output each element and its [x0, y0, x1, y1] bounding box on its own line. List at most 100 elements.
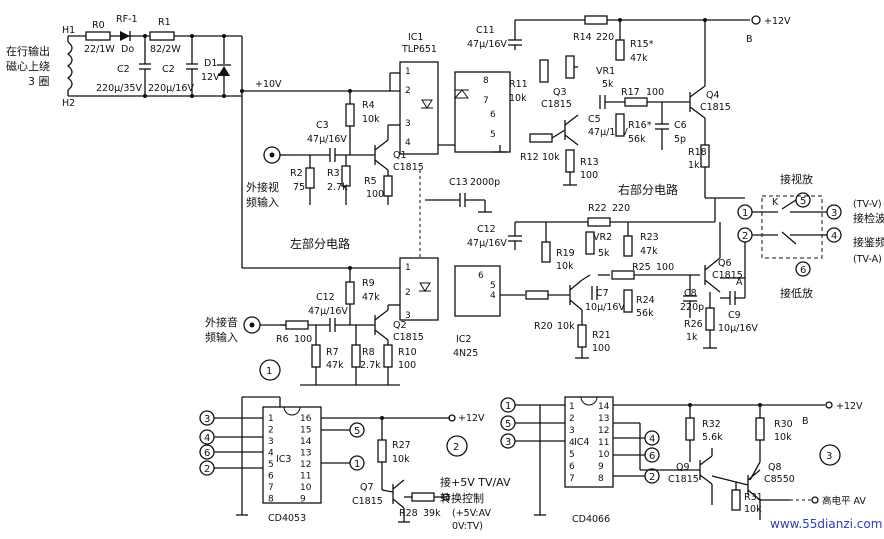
ic4-pin-7: 7 — [569, 474, 575, 484]
svg-text:R19: R19 — [556, 248, 575, 259]
ic3-pin-10: 10 — [300, 483, 312, 493]
ic4-pin-5: 5 — [569, 450, 575, 460]
svg-text:+12V: +12V — [764, 16, 791, 27]
svg-text:R3: R3 — [327, 168, 340, 179]
svg-text:47k: 47k — [326, 360, 344, 371]
svg-text:Q1: Q1 — [393, 150, 407, 161]
svg-text:47μ/16V: 47μ/16V — [467, 238, 507, 249]
ic3-package — [262, 406, 322, 504]
svg-text:Q2: Q2 — [393, 320, 407, 331]
svg-text:R26: R26 — [684, 319, 703, 330]
left-circuit-title: 左部分电路 — [290, 236, 350, 251]
ic4-pin-3: 3 — [569, 426, 575, 436]
svg-text:Q4: Q4 — [706, 90, 720, 101]
svg-text:R11: R11 — [509, 79, 528, 90]
svg-text:C8: C8 — [684, 288, 697, 299]
svg-text:220μ/35V: 220μ/35V — [96, 83, 142, 94]
svg-text:56k: 56k — [636, 308, 654, 319]
ic4-pin-6: 6 — [569, 462, 575, 472]
resistor-r1 — [149, 31, 175, 41]
svg-text:82/2W: 82/2W — [150, 44, 181, 55]
svg-text:6: 6 — [204, 448, 210, 459]
optocoupler-ic2 — [399, 257, 439, 321]
ic3-pin-5: 5 — [268, 460, 274, 470]
svg-text:5k: 5k — [598, 248, 610, 259]
svg-text:2: 2 — [742, 231, 748, 242]
ic4-pin-11: 11 — [598, 438, 609, 448]
svg-text:转换控制: 转换控制 — [440, 491, 484, 505]
ic3-pin-9: 9 — [300, 495, 306, 505]
ic4-pin-1: 1 — [569, 402, 575, 412]
svg-text:6: 6 — [490, 110, 496, 120]
coil-label-1: 在行输出 — [6, 44, 50, 58]
svg-text:Q9: Q9 — [676, 462, 690, 473]
svg-text:C8550: C8550 — [764, 474, 795, 485]
ic3-pin-2: 2 — [268, 426, 274, 436]
svg-text:R18: R18 — [688, 147, 707, 158]
section-marker-3 — [819, 444, 841, 466]
svg-text:8: 8 — [483, 76, 489, 86]
svg-text:5: 5 — [505, 419, 511, 430]
svg-text:C1815: C1815 — [668, 474, 699, 485]
svg-text:100: 100 — [646, 87, 664, 98]
ic3-pin-3: 3 — [268, 437, 274, 447]
svg-text:R10: R10 — [398, 347, 417, 358]
svg-text:R1: R1 — [158, 17, 171, 28]
svg-text:47μ/16V: 47μ/16V — [467, 39, 507, 50]
ic3-pin-12: 12 — [300, 460, 311, 470]
svg-text:2.7k: 2.7k — [360, 360, 381, 371]
ic4-package — [564, 396, 614, 488]
svg-text:3: 3 — [826, 451, 832, 462]
svg-text:7: 7 — [483, 96, 489, 106]
ic4-pin-12: 12 — [598, 426, 609, 436]
section-marker-2 — [446, 435, 468, 457]
svg-text:C9: C9 — [728, 310, 741, 321]
plus12v-terminal — [751, 15, 761, 25]
svg-text:2: 2 — [453, 442, 459, 453]
svg-text:B: B — [746, 34, 753, 45]
svg-text:(+5V:AV: (+5V:AV — [452, 508, 492, 519]
pickup-coil — [66, 41, 73, 91]
svg-text:R15*: R15* — [630, 39, 654, 50]
right-circuit-title: 右部分电路 — [618, 182, 678, 197]
svg-text:接+5V TV/AV: 接+5V TV/AV — [440, 476, 511, 489]
svg-text:C3: C3 — [316, 120, 329, 131]
svg-text:10k: 10k — [542, 152, 560, 163]
svg-text:4: 4 — [490, 291, 496, 301]
svg-text:CD4066: CD4066 — [572, 514, 610, 525]
svg-text:39k: 39k — [423, 508, 441, 519]
svg-text:R28: R28 — [399, 508, 418, 519]
ic3-pin-1: 1 — [268, 414, 274, 424]
svg-text:C13: C13 — [449, 177, 468, 188]
svg-text:5k: 5k — [602, 79, 614, 90]
svg-text:RF-1: RF-1 — [116, 14, 138, 25]
svg-text:IC1: IC1 — [408, 32, 423, 43]
svg-text:100: 100 — [398, 360, 416, 371]
svg-text:R6: R6 — [276, 334, 289, 345]
svg-text:C1815: C1815 — [700, 102, 731, 113]
ic4-pin-9: 9 — [598, 462, 604, 472]
svg-text:VR2: VR2 — [593, 232, 612, 243]
video-section: IC1 TLP651 12 34 R4 10k C3 47μ/16V Q1 C1… — [246, 15, 791, 260]
svg-text:4: 4 — [405, 138, 411, 148]
svg-text:R32: R32 — [702, 419, 721, 430]
label-h1: H1 — [62, 25, 75, 36]
svg-text:R14: R14 — [573, 32, 592, 43]
svg-text:12V: 12V — [201, 72, 220, 83]
svg-text:2.7k: 2.7k — [327, 182, 348, 193]
svg-text:10k: 10k — [774, 432, 792, 443]
svg-text:D1: D1 — [204, 58, 217, 69]
svg-text:B: B — [802, 416, 809, 427]
label-h2: H2 — [62, 98, 75, 109]
switch-k[interactable] — [761, 195, 823, 259]
svg-text:VR1: VR1 — [596, 66, 615, 77]
svg-text:47k: 47k — [640, 246, 658, 257]
svg-text:A: A — [736, 277, 743, 288]
svg-text:220p: 220p — [680, 302, 704, 313]
svg-text:6: 6 — [478, 271, 484, 281]
svg-text:Q3: Q3 — [553, 87, 567, 98]
svg-text:47μ/16V: 47μ/16V — [307, 134, 347, 145]
watermark: www.55dianzi.com — [770, 517, 882, 531]
svg-text:IC3: IC3 — [276, 454, 291, 465]
svg-text:外接音: 外接音 — [205, 315, 238, 329]
